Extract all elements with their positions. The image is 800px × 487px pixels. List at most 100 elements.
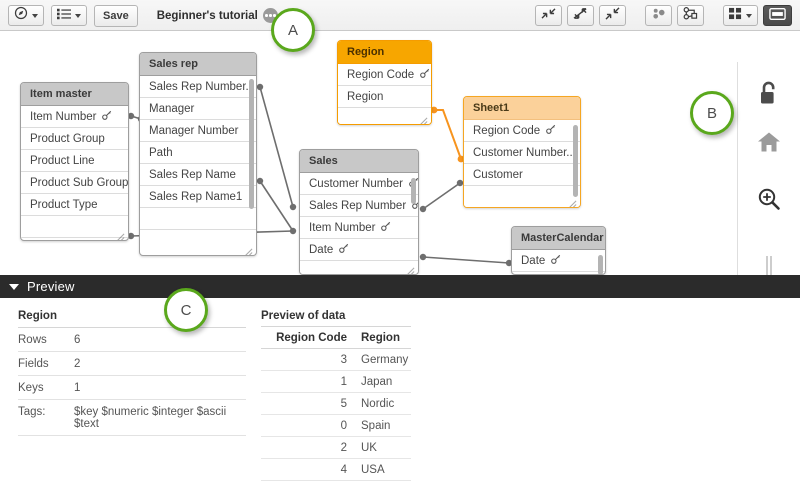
table-row: 3 Germany	[261, 348, 411, 371]
metadata-table: Rows 6 Fields 2 Keys 1 Tags: $key $numer…	[18, 328, 246, 436]
resize-handle-icon[interactable]	[419, 113, 428, 124]
annotation-badge-c: C	[164, 288, 208, 332]
panel-icon	[769, 7, 786, 25]
field-row[interactable]: Customer Number...	[464, 142, 580, 164]
field-row[interactable]: Product Group	[21, 128, 128, 150]
field-row[interactable]: Region	[338, 86, 431, 108]
field-row[interactable]: Date	[512, 250, 605, 272]
unlock-icon[interactable]	[758, 81, 780, 112]
zoom-slider-track[interactable]	[766, 256, 772, 275]
field-label: Sales Rep Number	[309, 199, 407, 212]
cell-region-code: 5	[261, 392, 353, 415]
table-sheet1[interactable]: Sheet1 Region Code Customer Number... Cu…	[463, 96, 581, 208]
field-row[interactable]: Item Number	[21, 106, 128, 128]
metadata-key: Rows	[18, 328, 74, 352]
table-header: Sheet1	[464, 97, 580, 120]
column-header[interactable]: Region	[353, 327, 411, 349]
metadata-value: $key $numeric $integer $ascii $text	[74, 399, 246, 436]
table-sales[interactable]: Sales Customer Number Sales Rep Number I…	[299, 149, 419, 275]
field-row[interactable]: Product Line	[21, 150, 128, 172]
resize-handle-icon[interactable]	[406, 263, 415, 274]
table-scrollbar[interactable]	[249, 79, 254, 209]
table-footer	[464, 186, 580, 207]
home-icon[interactable]	[757, 131, 781, 158]
layout-grid-button[interactable]	[723, 5, 758, 26]
preview-toggle-button[interactable]	[763, 5, 792, 26]
field-row[interactable]: Product Type	[21, 194, 128, 216]
metadata-key: Keys	[18, 375, 74, 400]
field-row[interactable]: Sales Rep Number...	[140, 76, 256, 98]
field-row[interactable]: Region Code	[338, 64, 431, 86]
field-row[interactable]: Region Code	[464, 120, 580, 142]
field-label: Region	[347, 90, 384, 103]
metadata-value: 2	[74, 351, 246, 376]
node-graph-icon	[683, 6, 698, 25]
field-row[interactable]: Sales Rep Name1	[140, 186, 256, 208]
field-row[interactable]: Product Sub Group	[21, 172, 128, 194]
bubble-view-button[interactable]	[645, 5, 672, 26]
table-scrollbar[interactable]	[411, 178, 416, 204]
table-item-master[interactable]: Item master Item Number Product Group Pr…	[20, 82, 129, 241]
table-sales-rep[interactable]: Sales rep Sales Rep Number... Manager Ma…	[139, 52, 257, 256]
table-row: 1 Japan	[261, 370, 411, 393]
sheet-list-menu-button[interactable]	[51, 5, 87, 26]
annotation-label: B	[706, 104, 717, 122]
cross-arrows-icon	[573, 7, 588, 25]
navigation-menu-button[interactable]	[8, 5, 44, 26]
field-label: Sales Rep Name	[149, 168, 236, 181]
page-title: Beginner's tutorial	[156, 9, 258, 22]
zoom-in-icon[interactable]	[757, 187, 781, 216]
chevron-down-icon	[32, 13, 38, 18]
resize-handle-icon[interactable]	[244, 244, 253, 255]
column-header[interactable]: Region Code	[261, 327, 353, 349]
preview-data-table: Region Code Region 3 Germany 1 Japan 5 N…	[261, 327, 411, 481]
table-region[interactable]: Region Region Code Region	[337, 40, 432, 125]
table-row: 4 USA	[261, 458, 411, 481]
key-icon	[381, 221, 391, 234]
field-row[interactable]: Item Number	[300, 217, 418, 239]
field-label: Customer	[473, 168, 523, 181]
table-footer	[300, 261, 418, 274]
field-row[interactable]: Date	[300, 239, 418, 261]
table-footer	[140, 208, 256, 230]
preview-panel-body: Region Rows 6 Fields 2 Keys 1 Tags: $key…	[0, 298, 800, 487]
cell-region: Nordic	[353, 392, 411, 415]
metadata-value: 6	[74, 328, 246, 352]
field-row[interactable]: Manager	[140, 98, 256, 120]
table-header: Region	[338, 41, 431, 64]
data-model-canvas[interactable]: Item master Item Number Product Group Pr…	[0, 31, 800, 275]
toggle-links-button[interactable]	[567, 5, 594, 26]
resize-handle-icon[interactable]	[568, 196, 577, 207]
metadata-title: Region	[18, 310, 246, 328]
save-button[interactable]: Save	[94, 4, 138, 27]
field-label: Sales Rep Number...	[149, 80, 256, 93]
table-row: Rows 6	[18, 328, 246, 352]
internal-table-view-button[interactable]	[677, 5, 704, 26]
table-header: MasterCalendar	[512, 227, 605, 250]
metadata-key: Fields	[18, 351, 74, 376]
table-mastercalendar[interactable]: MasterCalendar Date	[511, 226, 606, 275]
field-row[interactable]: Sales Rep Number	[300, 195, 418, 217]
resize-handle-icon[interactable]	[116, 229, 125, 240]
cell-region: UK	[353, 436, 411, 459]
field-row[interactable]: Path	[140, 142, 256, 164]
field-label: Customer Number	[309, 177, 403, 190]
table-scrollbar[interactable]	[573, 125, 578, 197]
field-row[interactable]: Manager Number	[140, 120, 256, 142]
cell-region: Japan	[353, 370, 411, 393]
field-row[interactable]: Customer	[464, 164, 580, 186]
key-icon	[339, 243, 349, 256]
collapse-all-button[interactable]	[535, 5, 562, 26]
field-label: Product Type	[30, 198, 98, 211]
field-label: Manager	[149, 102, 195, 115]
field-row[interactable]: Customer Number	[300, 173, 418, 195]
preview-data-title: Preview of data	[261, 310, 411, 327]
annotation-badge-b: B	[690, 91, 734, 135]
preview-panel-header[interactable]: Preview	[0, 275, 800, 298]
table-row: 2 UK	[261, 436, 411, 459]
field-row[interactable]: Sales Rep Name	[140, 164, 256, 186]
expand-all-button[interactable]	[599, 5, 626, 26]
document-title-group: Beginner's tutorial	[157, 8, 278, 23]
table-row: Keys 1	[18, 375, 246, 400]
table-scrollbar[interactable]	[598, 255, 603, 274]
